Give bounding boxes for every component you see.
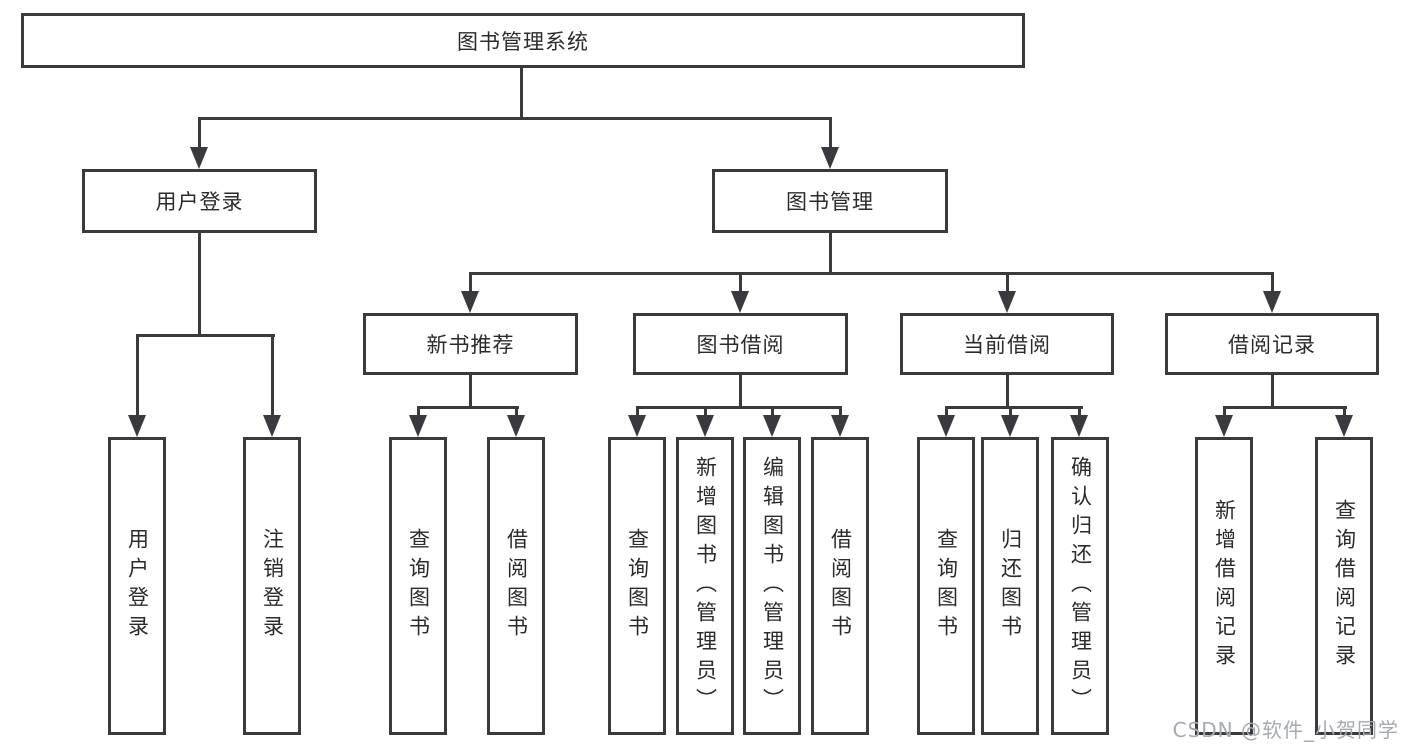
connector-drop-borrow-record xyxy=(1271,272,1274,294)
arrowhead-icon xyxy=(998,291,1016,313)
connector-drop-nb-query xyxy=(417,406,420,418)
node-user-login-group: 用户登录 xyxy=(82,169,317,233)
connector-root-bus xyxy=(198,117,832,120)
node-label: 查询图书 xyxy=(934,528,959,644)
node-br-query: 查询借阅记录 xyxy=(1315,437,1373,735)
arrowhead-icon xyxy=(263,415,281,437)
connector-drop-br-query xyxy=(1343,406,1346,418)
node-label: 图书借阅 xyxy=(696,333,785,357)
arrowhead-icon xyxy=(731,291,749,313)
connector-newbook-bus xyxy=(417,406,519,409)
node-cb-query: 查询图书 xyxy=(917,437,975,735)
node-bb-edit: 编辑图书（管理员） xyxy=(743,437,801,735)
connector-drop-book-borrow xyxy=(739,272,742,294)
connector-drop-logout xyxy=(271,334,274,418)
csdn-watermark: CSDN @软件_小贺同学 xyxy=(1172,718,1399,742)
node-cb-return: 归还图书 xyxy=(981,437,1039,735)
node-new-book-rec: 新书推荐 xyxy=(363,313,578,375)
node-label: 图书管理 xyxy=(786,190,874,214)
node-label: 当前借阅 xyxy=(963,333,1051,357)
node-borrow-record: 借阅记录 xyxy=(1165,313,1379,375)
node-nb-borrow: 借阅图书 xyxy=(487,437,545,735)
node-cb-confirm: 确认归还（管理员） xyxy=(1051,437,1109,735)
node-label: 借阅图书 xyxy=(828,528,853,644)
node-label: 查询图书 xyxy=(625,528,650,644)
connector-currentborrow-bus xyxy=(945,406,1083,409)
node-br-add: 新增借阅记录 xyxy=(1195,437,1253,735)
node-label: 借阅图书 xyxy=(504,528,529,644)
node-book-mgmt: 图书管理 xyxy=(712,169,948,233)
arrowhead-icon xyxy=(190,147,208,169)
node-book-borrow: 图书借阅 xyxy=(633,313,848,375)
connector-userlogin-bus xyxy=(136,334,275,337)
node-label: 确认归还（管理员） xyxy=(1068,455,1093,717)
connector-drop-cb-confirm xyxy=(1078,406,1081,418)
arrowhead-icon xyxy=(409,415,427,437)
arrowhead-icon xyxy=(1070,415,1088,437)
node-user-login: 用户登录 xyxy=(108,437,166,735)
connector-drop-user-login-group xyxy=(198,117,201,149)
node-bb-borrow: 借阅图书 xyxy=(811,437,869,735)
connector-drop-nb-borrow xyxy=(515,406,518,418)
arrowhead-icon xyxy=(1001,415,1019,437)
arrowhead-icon xyxy=(821,147,839,169)
arrowhead-icon xyxy=(128,415,146,437)
node-label: 用户登录 xyxy=(155,190,244,214)
connector-drop-bb-add xyxy=(704,406,707,418)
arrowhead-icon xyxy=(763,415,781,437)
connector-borrowrecord-bus xyxy=(1223,406,1347,409)
connector-root-stem xyxy=(520,68,523,118)
node-bb-add: 新增图书（管理员） xyxy=(676,437,734,735)
connector-currentborrow-stem xyxy=(1006,375,1009,409)
arrowhead-icon xyxy=(696,415,714,437)
arrowhead-icon xyxy=(937,415,955,437)
arrowhead-icon xyxy=(831,415,849,437)
node-label: 归还图书 xyxy=(998,528,1023,644)
arrowhead-icon xyxy=(1215,415,1233,437)
node-label: 查询图书 xyxy=(406,528,431,644)
connector-drop-br-add xyxy=(1223,406,1226,418)
node-label: 用户登录 xyxy=(125,528,150,644)
connector-drop-cb-return xyxy=(1009,406,1012,418)
connector-drop-new-book-rec xyxy=(469,272,472,294)
node-root: 图书管理系统 xyxy=(21,13,1025,68)
node-label: 借阅记录 xyxy=(1228,333,1316,357)
node-label: 新增图书（管理员） xyxy=(693,455,718,717)
node-current-borrow: 当前借阅 xyxy=(900,313,1114,375)
arrowhead-icon xyxy=(461,291,479,313)
connector-drop-current-borrow xyxy=(1006,272,1009,294)
connector-userlogin-stem xyxy=(198,233,201,337)
connector-drop-bb-borrow xyxy=(839,406,842,418)
node-label: 图书管理系统 xyxy=(457,29,589,54)
connector-newbook-stem xyxy=(469,375,472,409)
connector-drop-bb-edit xyxy=(771,406,774,418)
connector-bookborrow-bus xyxy=(636,406,842,409)
node-label: 编辑图书（管理员） xyxy=(760,455,785,717)
arrowhead-icon xyxy=(507,415,525,437)
connector-bookborrow-stem xyxy=(739,375,742,409)
node-nb-query: 查询图书 xyxy=(389,437,447,735)
arrowhead-icon xyxy=(1335,415,1353,437)
node-logout: 注销登录 xyxy=(243,437,301,735)
node-label: 查询借阅记录 xyxy=(1332,499,1357,673)
arrowhead-icon xyxy=(628,415,646,437)
node-bb-query: 查询图书 xyxy=(608,437,666,735)
connector-drop-cb-query xyxy=(945,406,948,418)
connector-bookmgmt-stem xyxy=(829,233,832,275)
node-label: 新增借阅记录 xyxy=(1212,499,1237,673)
connector-drop-bb-query xyxy=(636,406,639,418)
connector-borrowrecord-stem xyxy=(1271,375,1274,409)
connector-drop-user-login xyxy=(136,334,139,418)
node-label: 注销登录 xyxy=(260,528,285,644)
connector-bookmgmt-bus xyxy=(469,272,1274,275)
arrowhead-icon xyxy=(1263,291,1281,313)
node-label: 新书推荐 xyxy=(426,333,515,357)
connector-drop-book-mgmt xyxy=(829,117,832,149)
